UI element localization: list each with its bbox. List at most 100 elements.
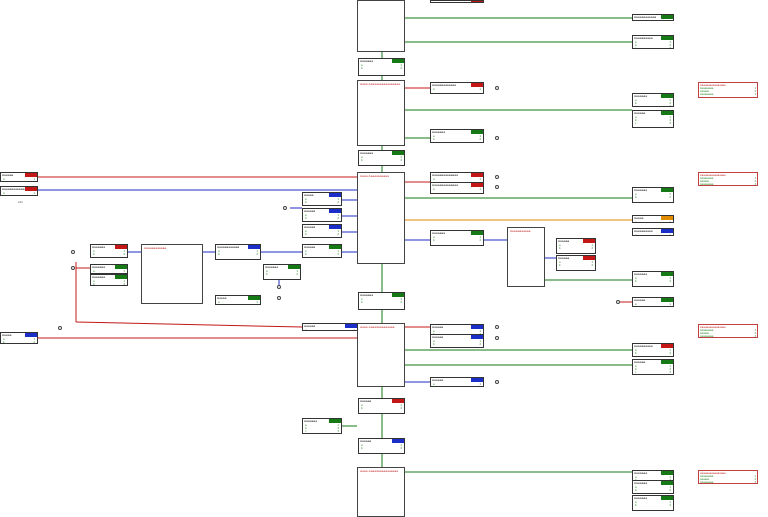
node-header: Aaaaaaaaaa: [633, 36, 673, 40]
connector-port[interactable]: [495, 185, 499, 189]
node-box[interactable]: Aaaaaaaaaaaaa1b2c3: [632, 14, 674, 21]
function-block[interactable]: Aaaaaaaaaaa: [507, 227, 545, 287]
connector-port[interactable]: [495, 380, 499, 384]
node-title: Aaaaa: [304, 193, 314, 197]
connector-port[interactable]: [277, 285, 281, 289]
node-row-key: b: [361, 159, 363, 162]
function-block[interactable]: Aaaaaaaaaaaa: [141, 244, 203, 304]
node-row-value: 1: [353, 329, 355, 331]
node-row-key: b: [635, 196, 637, 199]
node-row: b2: [635, 306, 671, 307]
connector-port[interactable]: [495, 136, 499, 140]
connector-port[interactable]: [283, 206, 287, 210]
function-block[interactable]: Aaaa Aaaaaaaaaaaaaaaaa: [357, 80, 405, 146]
connector-port[interactable]: [495, 86, 499, 90]
connector-port[interactable]: [71, 266, 75, 270]
node-box[interactable]: Aaaaaaaaaaaaaaaa1b2: [0, 186, 38, 196]
node-color-tab: [329, 193, 341, 197]
node-row-value: 1: [669, 486, 671, 489]
node-row-key: a: [433, 383, 435, 386]
node-row-key: a: [635, 41, 637, 44]
function-block[interactable]: [357, 0, 405, 52]
connector-port[interactable]: [616, 300, 620, 304]
node-color-tab: [471, 335, 483, 339]
function-block[interactable]: Aaaa Aaaaaaaaaaaaaaaa: [357, 467, 405, 517]
node-row-value: 1: [479, 188, 481, 191]
function-block[interactable]: Aaaa Aaaaaaaaaaaaaa: [357, 323, 405, 387]
node-row-key: a: [635, 193, 637, 196]
connector-port[interactable]: [71, 250, 75, 254]
connector-port[interactable]: [495, 336, 499, 340]
node-row-value: 2: [669, 352, 671, 355]
node-row-key: b: [305, 217, 307, 220]
connector-port[interactable]: [58, 326, 62, 330]
node-row-key: b: [361, 447, 363, 450]
connector-port[interactable]: [495, 175, 499, 179]
function-block[interactable]: Aaaa Aaaaaaaaaaa: [357, 172, 405, 264]
connector-port[interactable]: [495, 325, 499, 329]
node-color-tab: [583, 239, 595, 243]
node-header: Aaaaaa: [303, 245, 341, 249]
node-row: b2: [433, 386, 481, 387]
node-title: Aaaaaaa: [634, 94, 648, 98]
connector-port[interactable]: [277, 296, 281, 300]
node-row-key: a: [433, 135, 435, 138]
